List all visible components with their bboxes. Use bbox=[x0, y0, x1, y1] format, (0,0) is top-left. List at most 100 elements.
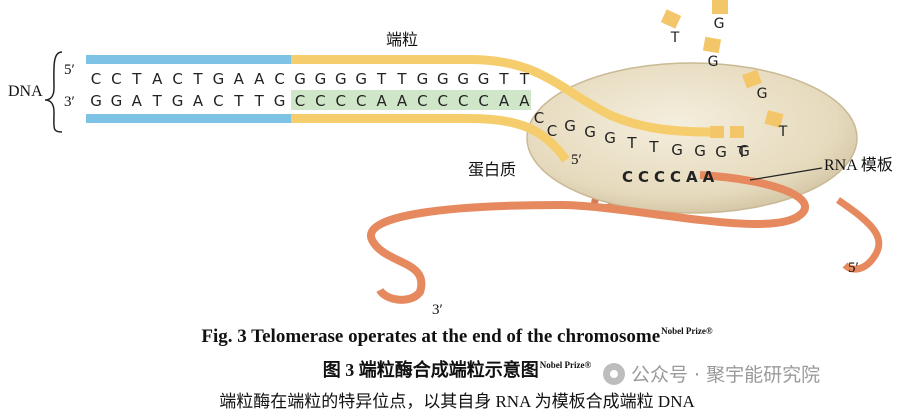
three-prime-left-label: 3′ bbox=[64, 94, 75, 110]
english-source-mark: ® bbox=[705, 326, 713, 336]
base-overhang: G bbox=[715, 143, 727, 161]
base-bottom-green: C bbox=[478, 92, 488, 110]
base-bottom-green: A bbox=[519, 92, 530, 110]
nucleotide-block bbox=[710, 126, 724, 138]
base-bottom-green: C bbox=[458, 92, 468, 110]
base-top-yellow: T bbox=[498, 70, 509, 88]
base-overhang: G bbox=[584, 123, 596, 141]
base-top-yellow: G bbox=[478, 70, 490, 88]
yellow-strand-bottom bbox=[291, 114, 570, 163]
base-bottom-green: A bbox=[376, 92, 387, 110]
base-top-yellow: T bbox=[519, 70, 530, 88]
watermark: 公众号 · 聚宇能研究院 bbox=[603, 360, 820, 387]
base-bottom-green: C bbox=[417, 92, 427, 110]
base-top-blue: G bbox=[213, 70, 225, 88]
base-bottom-green: C bbox=[356, 92, 366, 110]
base-bottom-green: A bbox=[397, 92, 408, 110]
base-top-blue: A bbox=[234, 70, 245, 88]
rna-ribbon-front bbox=[367, 171, 810, 304]
chinese-caption-source: Nobel Prize® bbox=[540, 360, 591, 370]
chinese-source-text: Nobel Prize bbox=[539, 360, 585, 370]
base-bottom-blue: G bbox=[172, 92, 184, 110]
five-prime-strand-label: 5′ bbox=[571, 152, 582, 168]
base-top-yellow: G bbox=[294, 70, 306, 88]
telomere-label: 端粒 bbox=[386, 30, 418, 49]
english-caption-text: Fig. 3 Telomerase operates at the end of… bbox=[201, 326, 661, 347]
base-top-blue: C bbox=[274, 70, 284, 88]
base-overhang: T bbox=[736, 143, 747, 161]
base-top-blue: C bbox=[91, 70, 101, 88]
base-overhang: T bbox=[648, 138, 659, 156]
nucleotide-label: G bbox=[757, 86, 768, 102]
chinese-source-mark: ® bbox=[584, 360, 592, 370]
nucleotide-label: G bbox=[708, 54, 719, 70]
nucleotide-label: T bbox=[670, 30, 680, 46]
yellow-strand-top bbox=[291, 55, 713, 137]
blue-strand-bottom bbox=[86, 114, 291, 123]
base-top-yellow: G bbox=[417, 70, 429, 88]
nucleotide-block bbox=[742, 69, 762, 89]
chinese-caption-text: 图 3 端粒酶合成端粒示意图 bbox=[322, 360, 539, 380]
base-overhang: G bbox=[694, 142, 706, 160]
watermark-text: 公众号 · 聚宇能研究院 bbox=[631, 364, 821, 386]
caption-note: 端粒酶在端粒的特异位点，以其自身 RNA 为模板合成端粒 DNA bbox=[219, 392, 695, 411]
three-prime-bottom-label: 3′ bbox=[432, 302, 443, 318]
base-bottom-green: C bbox=[336, 92, 346, 110]
base-overhang: G bbox=[564, 117, 576, 135]
base-curve: C bbox=[547, 122, 557, 140]
telomerase-enzyme bbox=[526, 62, 858, 214]
base-top-blue: A bbox=[152, 70, 163, 88]
base-bottom-blue: C bbox=[213, 92, 223, 110]
nucleotide-block bbox=[660, 9, 682, 29]
base-bottom-blue: A bbox=[132, 92, 143, 110]
base-curve: C bbox=[534, 109, 544, 127]
base-top-yellow: G bbox=[315, 70, 327, 88]
base-top-yellow: G bbox=[355, 70, 367, 88]
dna-label: DNA bbox=[8, 83, 43, 100]
english-source-text: Nobel Prize bbox=[661, 326, 706, 336]
nucleotide-label: T bbox=[778, 124, 788, 140]
free-nucleotides: T G G G T bbox=[660, 0, 788, 140]
base-bottom-blue: T bbox=[233, 92, 244, 110]
base-top-blue: T bbox=[131, 70, 142, 88]
base-top-yellow: T bbox=[396, 70, 407, 88]
base-bottom-blue: G bbox=[90, 92, 102, 110]
rna-template-sequence: CCCCAA bbox=[622, 168, 719, 186]
base-bottom-blue: G bbox=[111, 92, 123, 110]
nucleotide-block bbox=[702, 36, 722, 54]
nucleotide-block bbox=[712, 0, 728, 14]
nucleotide-block bbox=[764, 110, 784, 128]
five-prime-right-label: 5′ bbox=[848, 260, 859, 276]
five-prime-top-label: 5′ bbox=[64, 62, 75, 78]
base-top-yellow: G bbox=[335, 70, 347, 88]
base-overhang: G bbox=[671, 141, 683, 159]
base-top-blue: A bbox=[254, 70, 265, 88]
base-overhang: T bbox=[626, 134, 637, 152]
base-bottom-blue: G bbox=[274, 92, 286, 110]
base-top-blue: C bbox=[172, 70, 182, 88]
protein-label: 蛋白质 bbox=[468, 160, 516, 179]
base-overhang: G bbox=[738, 142, 750, 160]
base-top-blue: T bbox=[192, 70, 203, 88]
rna-template-label: RNA 模板 bbox=[824, 156, 893, 174]
base-top-yellow: G bbox=[457, 70, 469, 88]
base-top-yellow: T bbox=[376, 70, 387, 88]
base-top-yellow: G bbox=[437, 70, 449, 88]
blue-strand-top bbox=[86, 55, 291, 64]
nucleotide-block bbox=[730, 126, 744, 138]
base-bottom-blue: T bbox=[152, 92, 163, 110]
base-bottom-green: C bbox=[315, 92, 325, 110]
nucleotide-label: G bbox=[714, 16, 725, 32]
rna-template-pointer bbox=[749, 167, 823, 181]
base-bottom-blue: A bbox=[193, 92, 204, 110]
rna-ribbon-tail bbox=[836, 197, 883, 273]
dna-bracket bbox=[44, 51, 63, 133]
wechat-logo-icon bbox=[603, 362, 625, 385]
base-bottom-blue: T bbox=[254, 92, 265, 110]
english-caption: Fig. 3 Telomerase operates at the end of… bbox=[0, 326, 914, 348]
base-bottom-green: A bbox=[499, 92, 510, 110]
base-bottom-green: C bbox=[295, 92, 305, 110]
english-caption-source: Nobel Prize® bbox=[661, 326, 712, 336]
